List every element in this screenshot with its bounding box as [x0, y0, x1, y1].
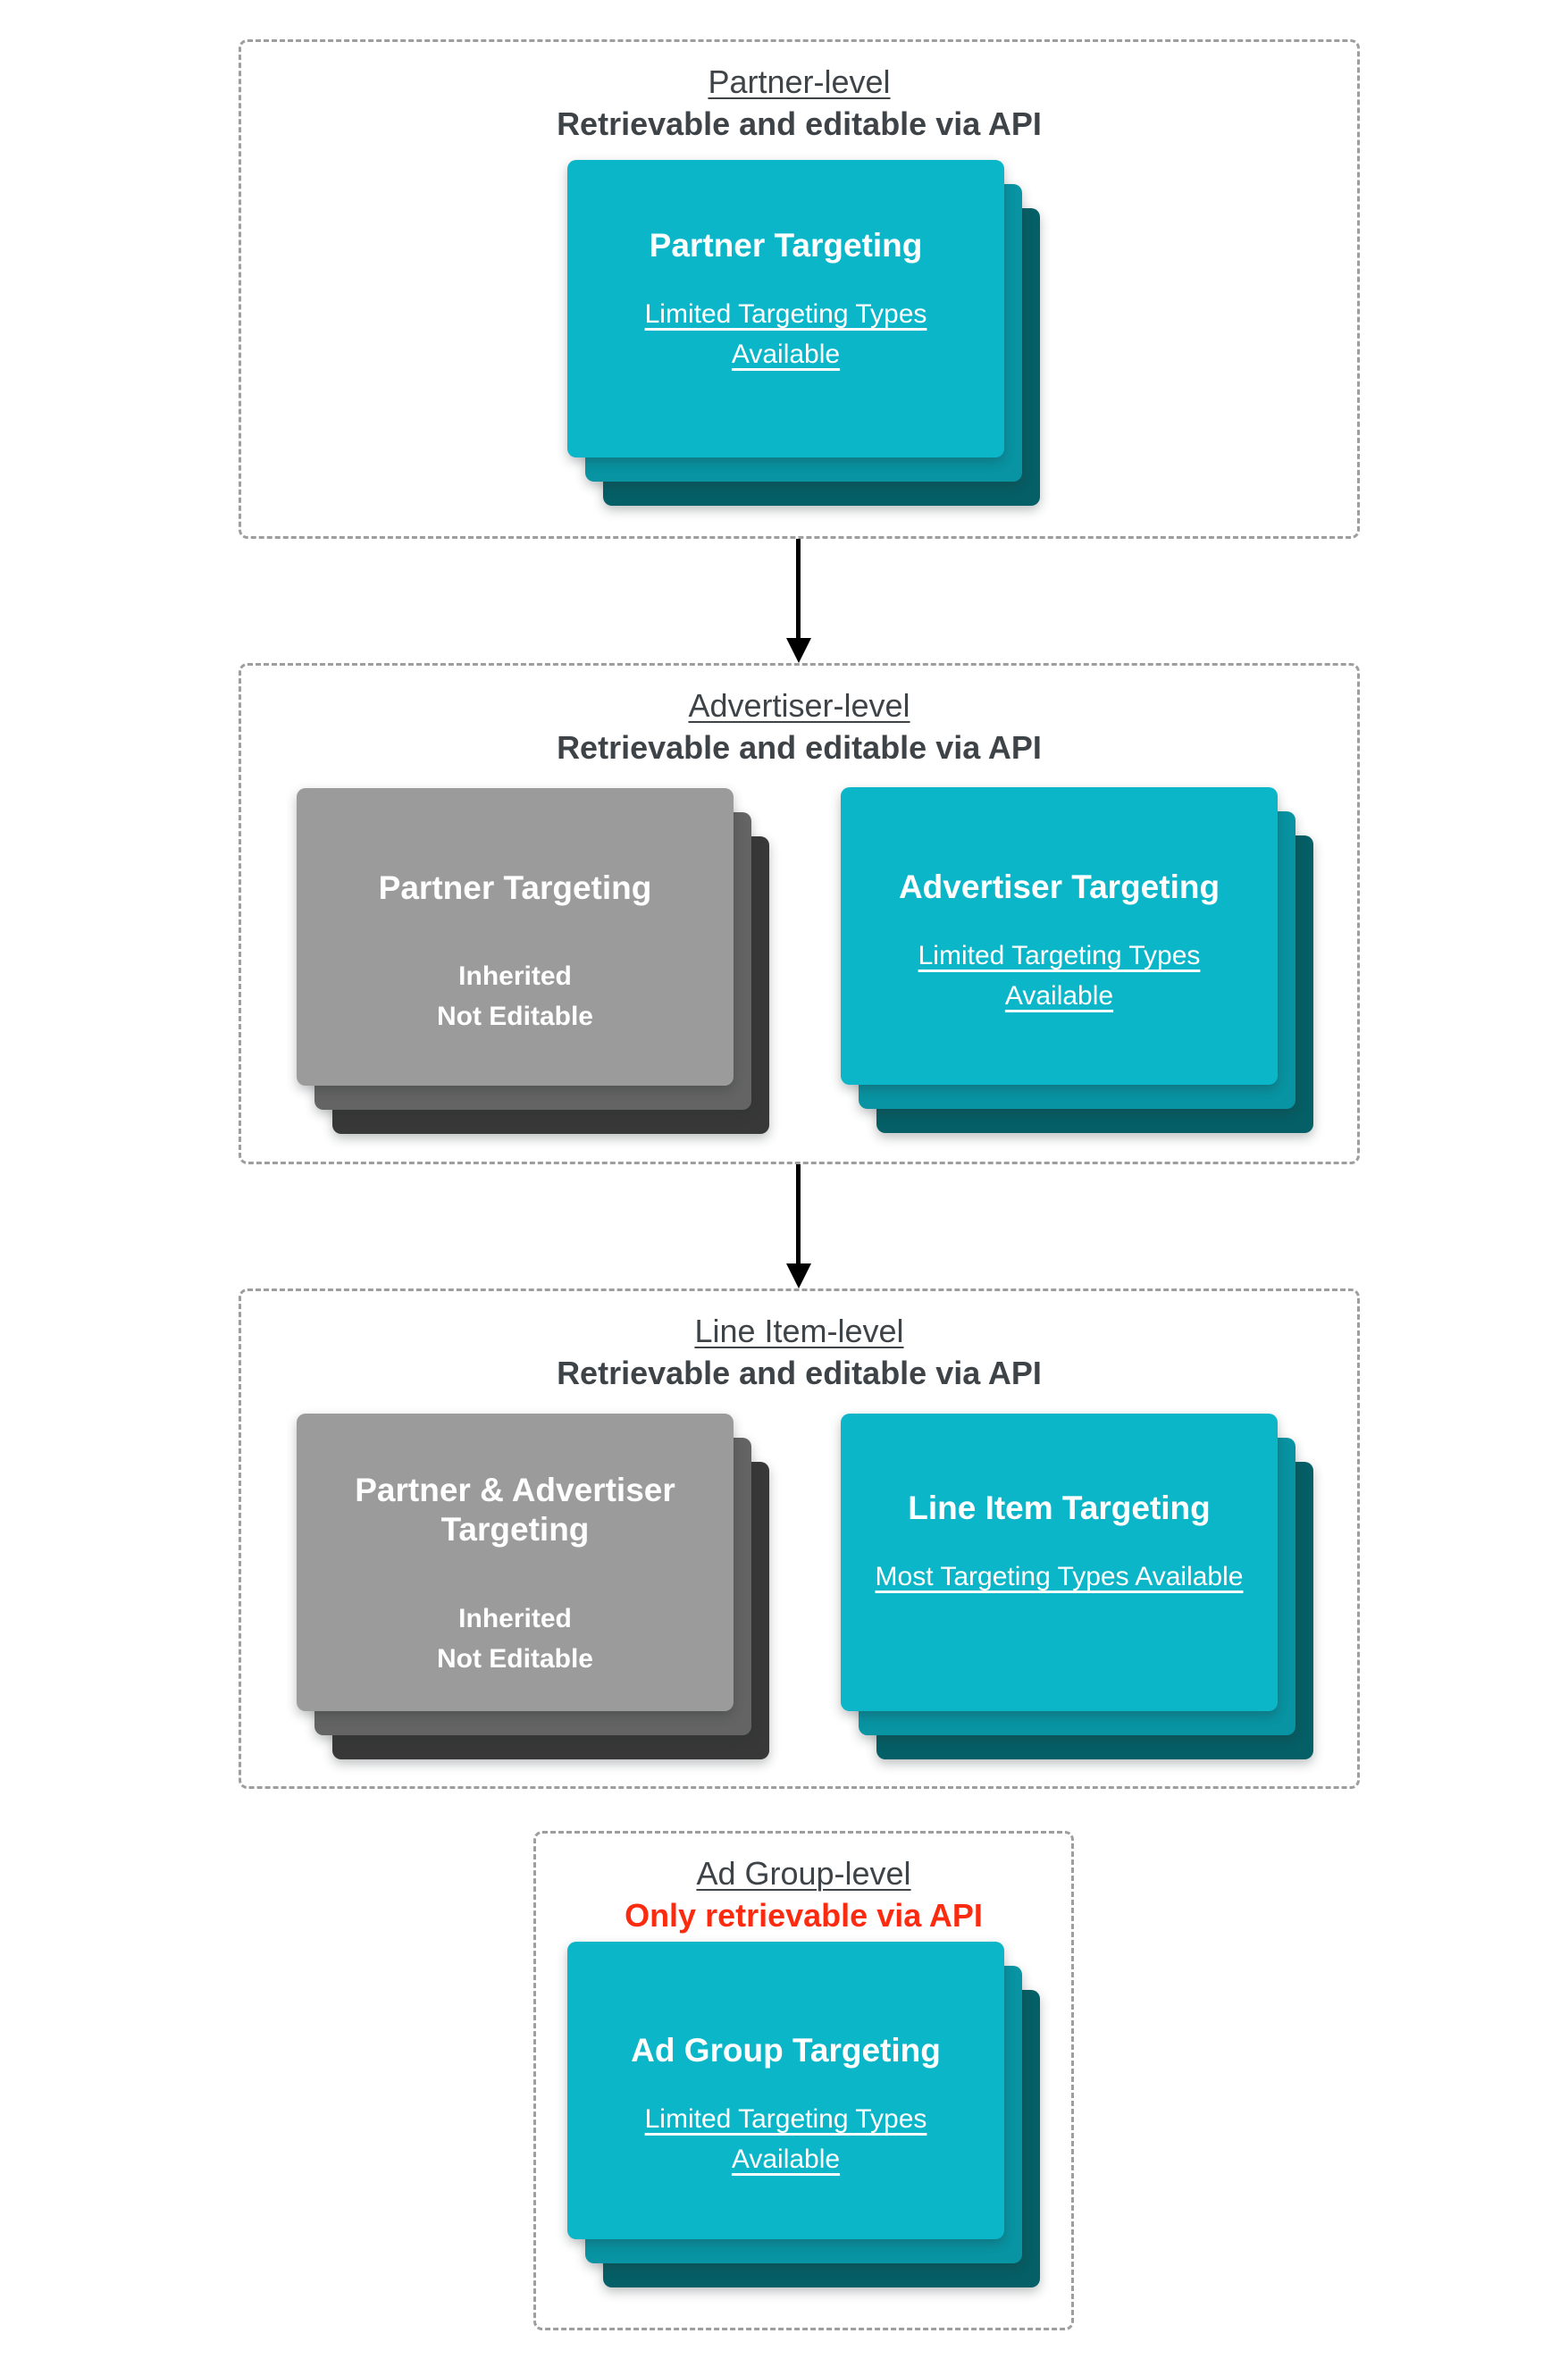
card-stack-partner-advertiser-targeting: Partner & Advertiser Targeting Inherited… [297, 1414, 769, 1759]
card-stack-advertiser-targeting: Advertiser Targeting Limited Targeting T… [841, 787, 1313, 1133]
section-ad-group-level: Ad Group-level Only retrievable via API … [533, 1831, 1074, 2330]
card-title: Partner Targeting [378, 869, 652, 906]
section-title: Partner-level [708, 63, 891, 100]
card-body-line: Inherited [458, 1603, 572, 1633]
section-subtitle: Only retrievable via API [625, 1896, 983, 1934]
card-title: Advertiser Targeting [898, 869, 1220, 905]
section-line-item-level: Line Item-level Retrievable and editable… [239, 1288, 1360, 1789]
card-body-line: Not Editable [436, 1002, 593, 1032]
card-title: Partner & Advertiser Targeting [355, 1472, 675, 1549]
card-ad-group-targeting: Ad Group Targeting Limited Targeting Typ… [567, 1942, 1004, 2239]
section-subtitle: Retrievable and editable via API [557, 105, 1042, 142]
card-line-item-targeting: Line Item Targeting Most Targeting Types… [841, 1414, 1278, 1711]
section-title: Ad Group-level [696, 1855, 911, 1892]
card-stack-line-item-targeting: Line Item Targeting Most Targeting Types… [841, 1414, 1313, 1759]
flow-arrow-line [796, 1164, 801, 1264]
card-body: Limited Targeting Types Available [644, 299, 927, 370]
card-body: Inherited Not Editable [331, 1599, 700, 1679]
card-body: Inherited Not Editable [331, 956, 700, 1037]
card-partner-targeting: Partner Targeting Limited Targeting Type… [567, 160, 1004, 457]
section-header: Line Item-level Retrievable and editable… [241, 1311, 1357, 1395]
card-body: Limited Targeting Types Available [644, 2104, 927, 2175]
section-advertiser-level: Advertiser-level Retrievable and editabl… [239, 663, 1360, 1164]
card-body: Most Targeting Types Available [875, 1562, 1244, 1592]
card-stack-partner-targeting: Partner Targeting Limited Targeting Type… [567, 160, 1040, 506]
section-header: Advertiser-level Retrievable and editabl… [241, 685, 1357, 769]
card-title: Partner Targeting [649, 227, 923, 264]
section-header: Ad Group-level Only retrievable via API [536, 1853, 1071, 1937]
card-body: Limited Targeting Types Available [918, 941, 1201, 1011]
flow-arrow-line [796, 539, 801, 639]
section-title: Advertiser-level [688, 687, 910, 724]
card-advertiser-targeting: Advertiser Targeting Limited Targeting T… [841, 787, 1278, 1085]
section-partner-level: Partner-level Retrievable and editable v… [239, 39, 1360, 539]
card-title: Line Item Targeting [908, 1490, 1211, 1526]
section-subtitle: Retrievable and editable via API [557, 1354, 1042, 1391]
section-header: Partner-level Retrievable and editable v… [241, 62, 1357, 146]
card-title: Ad Group Targeting [631, 2032, 941, 2069]
arrow-down-icon [786, 1263, 811, 1288]
card-stack-ad-group-targeting: Ad Group Targeting Limited Targeting Typ… [567, 1942, 1040, 2287]
card-body-line: Not Editable [436, 1643, 593, 1674]
section-title: Line Item-level [694, 1313, 904, 1349]
card-partner-targeting-inherited: Partner Targeting Inherited Not Editable [297, 788, 734, 1086]
arrow-down-icon [786, 638, 811, 663]
card-stack-partner-targeting-inherited: Partner Targeting Inherited Not Editable [297, 788, 769, 1134]
section-subtitle: Retrievable and editable via API [557, 728, 1042, 766]
card-body-line: Inherited [458, 961, 572, 992]
card-partner-advertiser-targeting: Partner & Advertiser Targeting Inherited… [297, 1414, 734, 1711]
